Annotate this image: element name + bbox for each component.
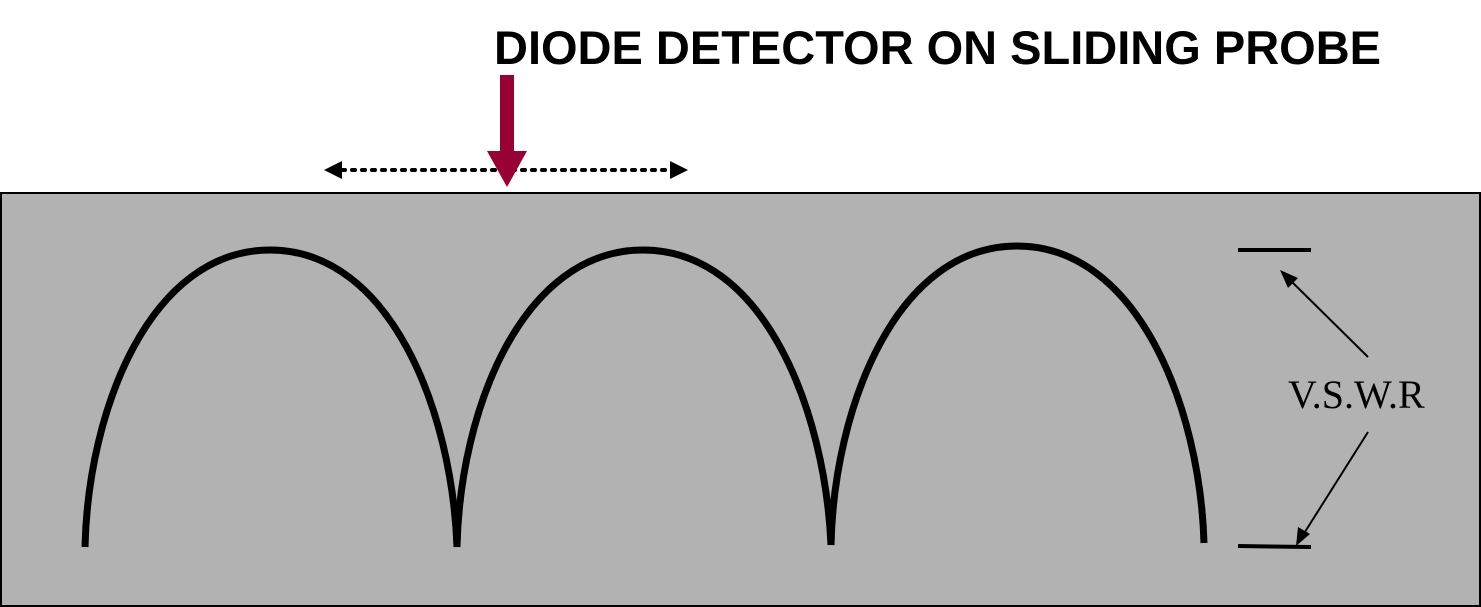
standing-wave-lobe-1	[81, 246, 461, 548]
vswr-lower-pointer	[1302, 431, 1369, 536]
diagram-title: DIODE DETECTOR ON SLIDING PROBE	[494, 21, 1381, 74]
vswr-label: V.S.W.R	[1288, 372, 1425, 417]
vswr-upper-arrowhead-icon	[1280, 270, 1298, 288]
probe-arrow-head	[487, 151, 527, 187]
vswr-min-line	[1237, 544, 1312, 549]
probe-arrow-shaft	[500, 75, 514, 153]
probe-travel-right-arrowhead-icon	[670, 161, 688, 179]
vswr-upper-pointer	[1289, 279, 1369, 358]
probe-down-arrow-icon	[487, 75, 527, 187]
vswr-lower-arrowhead-icon	[1296, 527, 1310, 546]
waveguide-panel	[0, 192, 1481, 607]
standing-wave-lobe-3	[827, 242, 1208, 546]
probe-travel-left-arrowhead-icon	[324, 161, 342, 179]
vswr-pointer-arrows	[1280, 270, 1369, 546]
standing-wave-curve	[81, 242, 1208, 548]
standing-wave-lobe-2	[453, 246, 835, 548]
